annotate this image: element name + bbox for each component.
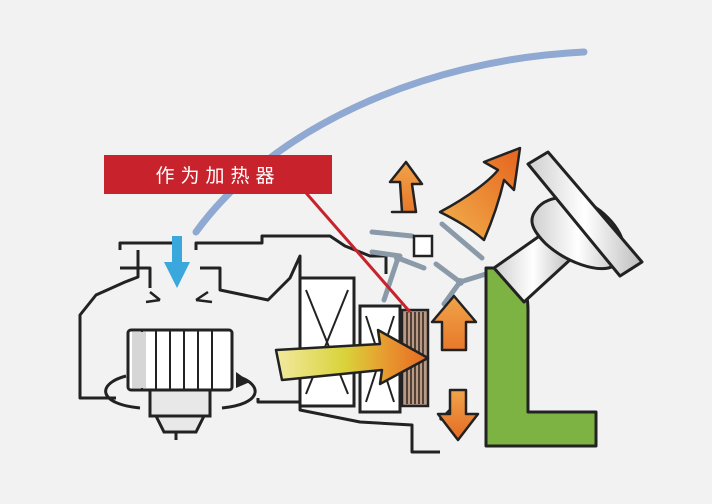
vent-arrow-icon	[430, 294, 478, 352]
heater-callout-label: 作为加热器	[104, 155, 332, 194]
mode-door-linkage	[369, 221, 489, 307]
intake-funnel	[145, 290, 213, 304]
dashboard-panel	[484, 266, 598, 448]
evaporator-core-icon	[298, 276, 356, 408]
intake-arrow-icon	[164, 236, 190, 288]
blower-fan-icon	[126, 328, 234, 440]
floor-arrow-icon	[436, 388, 480, 442]
steering-wheel-icon	[492, 150, 644, 304]
hvac-housing	[78, 234, 452, 454]
vent-door	[412, 234, 434, 258]
callout-leader-line	[298, 185, 412, 313]
defrost-arrow-icon	[388, 160, 424, 214]
face-vent-arrow-icon	[438, 146, 522, 242]
linkage-pivots	[394, 254, 464, 286]
airflow-arrow-icon	[274, 328, 430, 386]
rotation-arrow-icon	[104, 372, 257, 410]
windshield-line	[192, 48, 588, 236]
